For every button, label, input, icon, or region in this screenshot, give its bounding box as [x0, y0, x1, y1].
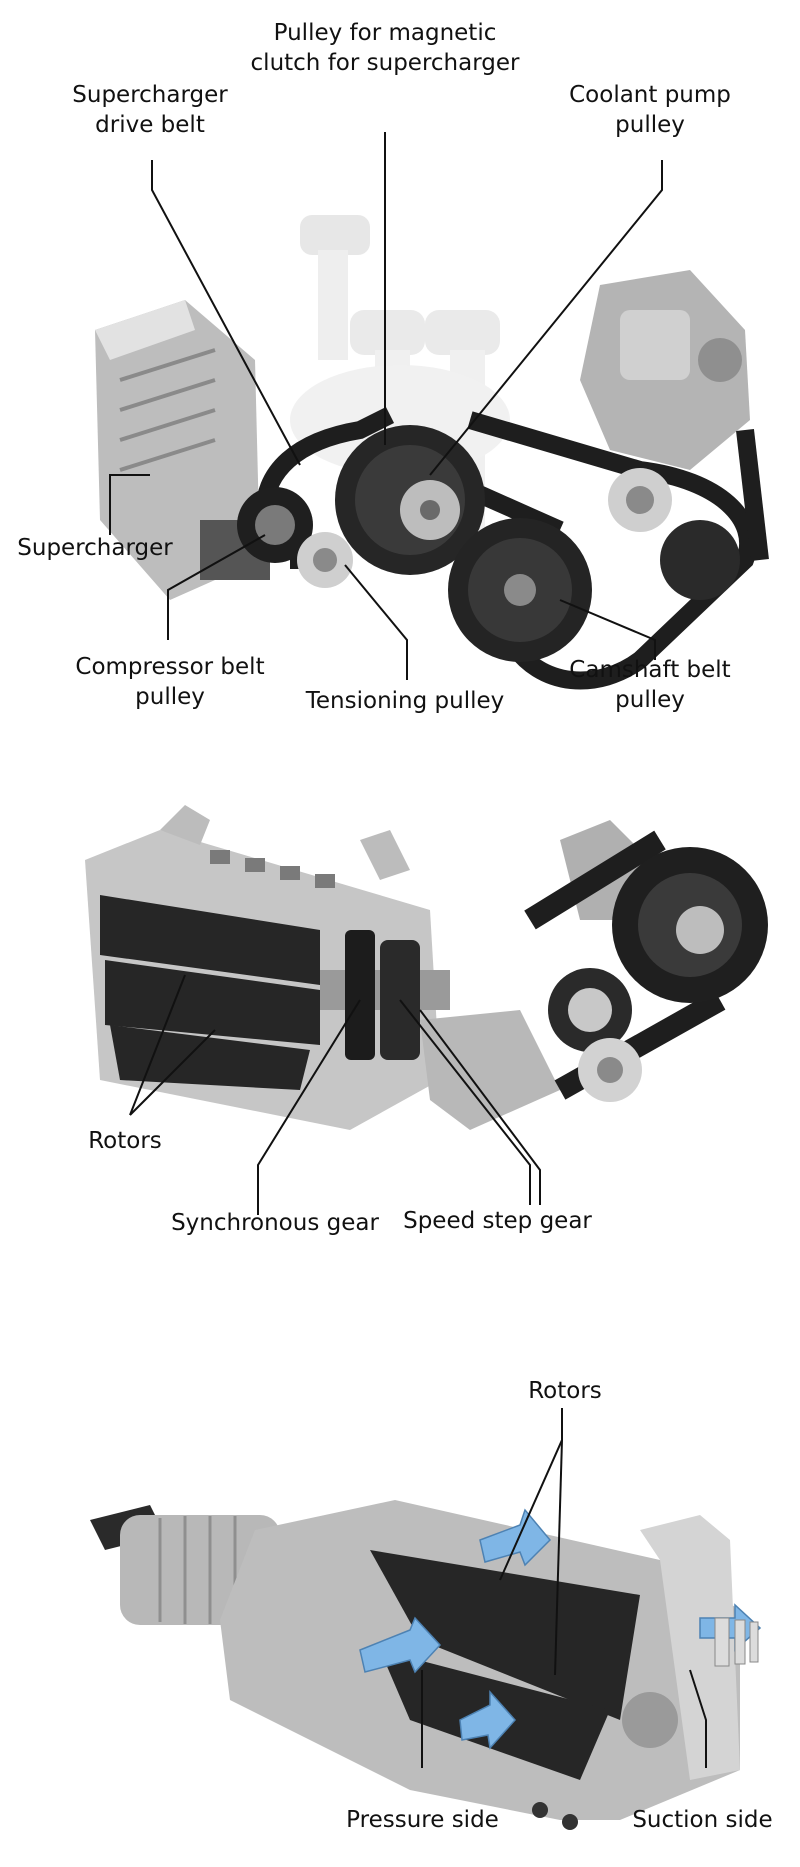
- idler-pulley: [608, 468, 740, 600]
- airflow-figure: Rotors Pressure side Suction side: [0, 1300, 800, 1867]
- pressure-side-label-text: Pressure side: [346, 1807, 499, 1833]
- magnetic-clutch-pulley-label: Pulley for magnetic clutch for superchar…: [250, 18, 520, 78]
- synchronous-gear-label: Synchronous gear: [160, 1208, 390, 1238]
- drive-pulley-assembly: [524, 820, 768, 1102]
- coolant-pump-housing: [580, 270, 750, 470]
- gear-housing-bottom: [420, 1010, 560, 1130]
- coolant-pump-pulley-label-line2: pulley: [615, 112, 685, 138]
- belt-drive-figure: Pulley for magnetic clutch for superchar…: [0, 0, 800, 740]
- rotors-label-fig2: Rotors: [70, 1126, 180, 1156]
- magnetic-clutch-pulley: [335, 425, 485, 575]
- tensioning-pulley: [297, 532, 353, 588]
- drive-belt-label-line2: drive belt: [95, 112, 205, 138]
- pressure-side-label: Pressure side: [325, 1805, 520, 1835]
- magnetic-clutch-pulley-label-line2: clutch for supercharger: [250, 50, 520, 76]
- rotors-label-fig2-text: Rotors: [88, 1128, 162, 1154]
- suction-side-label-text: Suction side: [632, 1807, 773, 1833]
- belt-drive-illustration: [95, 132, 769, 690]
- leader-lines: [109, 132, 663, 680]
- rotor-gear-figure: Rotors Synchronous gear Speed step gear: [0, 760, 800, 1250]
- airflow-illustration: [90, 1408, 762, 1830]
- compressor-housing: [220, 1500, 740, 1830]
- drive-belt-label: Supercharger drive belt: [60, 80, 240, 140]
- drive-belt-label-line1: Supercharger: [72, 82, 228, 108]
- camshaft-belt-pulley-label-line1: Camshaft belt: [569, 657, 731, 683]
- suction-side-label: Suction side: [610, 1805, 795, 1835]
- coolant-pump-pulley-label-line1: Coolant pump: [569, 82, 731, 108]
- compressor-belt-pulley-label: Compressor belt pulley: [70, 652, 270, 712]
- coolant-pump-pulley-label: Coolant pump pulley: [560, 80, 740, 140]
- camshaft-belt-pulley-label: Camshaft belt pulley: [555, 655, 745, 715]
- magnetic-clutch-pulley-label-line1: Pulley for magnetic: [273, 20, 497, 46]
- rotors-label-fig3: Rotors: [510, 1376, 620, 1406]
- speed-step-gear-label: Speed step gear: [395, 1206, 600, 1236]
- suction-inlet-flaps: [714, 1617, 759, 1667]
- tensioning-pulley-label-text: Tensioning pulley: [305, 688, 505, 714]
- compressor-belt-pulley-label-line2: pulley: [135, 684, 205, 710]
- tensioning-pulley-label: Tensioning pulley: [300, 686, 510, 716]
- synchronous-gear: [345, 930, 375, 1060]
- synchronous-gear-label-text: Synchronous gear: [171, 1210, 379, 1236]
- supercharger-label-text: Supercharger: [17, 535, 173, 561]
- speed-step-gear-label-text: Speed step gear: [403, 1208, 592, 1234]
- supercharger-label: Supercharger: [5, 533, 185, 563]
- rotor-gear-illustration: [85, 805, 768, 1215]
- rotors-label-fig3-text: Rotors: [528, 1378, 602, 1404]
- camshaft-belt-pulley: [448, 518, 592, 662]
- leader-lines: [129, 974, 541, 1215]
- leader-lines: [421, 1408, 707, 1768]
- compressor-belt-pulley-label-line1: Compressor belt: [75, 654, 265, 680]
- camshaft-belt-pulley-label-line2: pulley: [615, 687, 685, 713]
